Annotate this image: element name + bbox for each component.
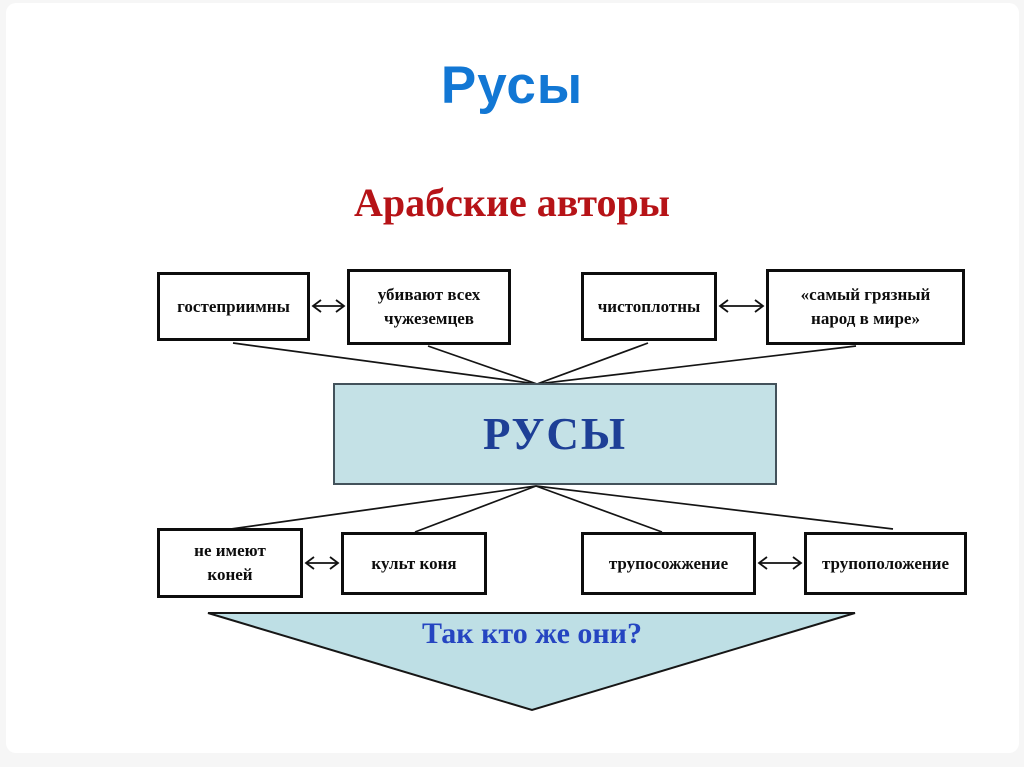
- double-arrow-icon: [718, 299, 765, 313]
- box-horse-cult: культ коня: [341, 532, 487, 595]
- top-connector-lines: [232, 342, 857, 385]
- box-inhumation: трупоположение: [804, 532, 967, 595]
- box-cleanly: чистоплотны: [581, 272, 717, 341]
- box-kill-foreigners: убивают всех чужеземцев: [347, 269, 511, 345]
- double-arrow-icon: [311, 299, 346, 313]
- question-text: Так кто же они?: [422, 617, 642, 650]
- central-rusy-box: РУСЫ: [333, 383, 777, 485]
- bottom-connector-lines: [230, 485, 894, 533]
- box-no-horses: не имеют коней: [157, 528, 303, 598]
- down-arrow-shape: [207, 612, 856, 712]
- box-dirtiest-people: «самый грязный народ в мире»: [766, 269, 965, 345]
- double-arrow-icon: [757, 556, 803, 570]
- slide-title: Русы: [440, 56, 584, 115]
- slide-subtitle: Арабские авторы: [354, 180, 670, 225]
- box-cremation: трупосожжение: [581, 532, 756, 595]
- box-hospitable: гостеприимны: [157, 272, 310, 341]
- double-arrow-icon: [304, 556, 340, 570]
